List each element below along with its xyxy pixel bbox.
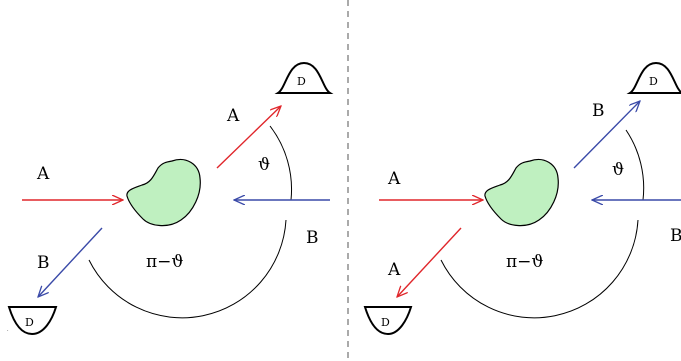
left-panel: D D A B A B ϑ π−ϑ . <box>7 63 330 334</box>
right-label-out-lower: A <box>387 260 401 280</box>
left-detector-top-label: D <box>297 75 306 88</box>
left-angle-arc-lower <box>89 220 286 318</box>
left-angle-theta: ϑ <box>258 155 270 175</box>
left-label-out-lower: B <box>37 253 50 273</box>
left-label-out-upper: A <box>226 106 240 126</box>
right-detector-top-label: D <box>649 75 658 88</box>
right-label-in-a: A <box>387 169 401 189</box>
right-beam-out-upper <box>574 101 640 168</box>
left-label-in-a: A <box>36 164 50 184</box>
left-corner-dot: . <box>7 327 9 333</box>
right-beam-out-lower <box>397 228 461 297</box>
left-angle-arc-upper <box>270 126 292 200</box>
right-panel: D D A B B A ϑ π−ϑ <box>365 63 681 334</box>
right-detector-bottom-label: D <box>381 316 390 329</box>
left-label-in-b: B <box>306 228 319 248</box>
right-label-out-upper: B <box>592 101 605 121</box>
right-angle-theta: ϑ <box>612 160 624 180</box>
right-angle-pi-minus-theta: π−ϑ <box>506 252 544 272</box>
right-scatterer <box>485 160 558 226</box>
left-detector-bottom-label: D <box>25 316 34 329</box>
right-angle-arc-upper <box>626 130 644 200</box>
left-angle-pi-minus-theta: π−ϑ <box>146 252 184 272</box>
right-label-in-b: B <box>670 226 681 246</box>
left-scatterer <box>127 160 200 226</box>
